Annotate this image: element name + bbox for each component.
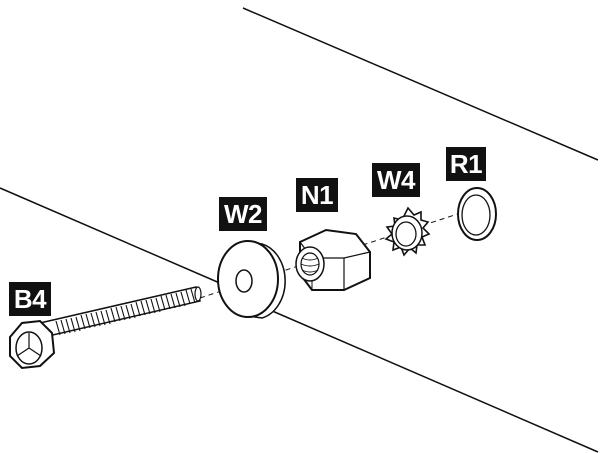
surface-edge-top xyxy=(242,7,599,161)
label-w2: W2 xyxy=(219,197,267,231)
label-b4: B4 xyxy=(9,282,51,316)
surface-edge-bottom-right xyxy=(269,309,599,453)
ring-r1 xyxy=(457,187,497,241)
label-r1: R1 xyxy=(446,147,486,181)
hex-nut-n1 xyxy=(295,228,371,291)
label-w4: W4 xyxy=(372,163,420,197)
bolt-b4 xyxy=(9,286,202,370)
surface-edge-bottom-left xyxy=(0,187,223,285)
label-n1: N1 xyxy=(296,178,338,212)
lock-washer-w4 xyxy=(384,206,431,257)
flat-washer-w2 xyxy=(217,240,286,319)
bolt-thread xyxy=(55,288,196,336)
